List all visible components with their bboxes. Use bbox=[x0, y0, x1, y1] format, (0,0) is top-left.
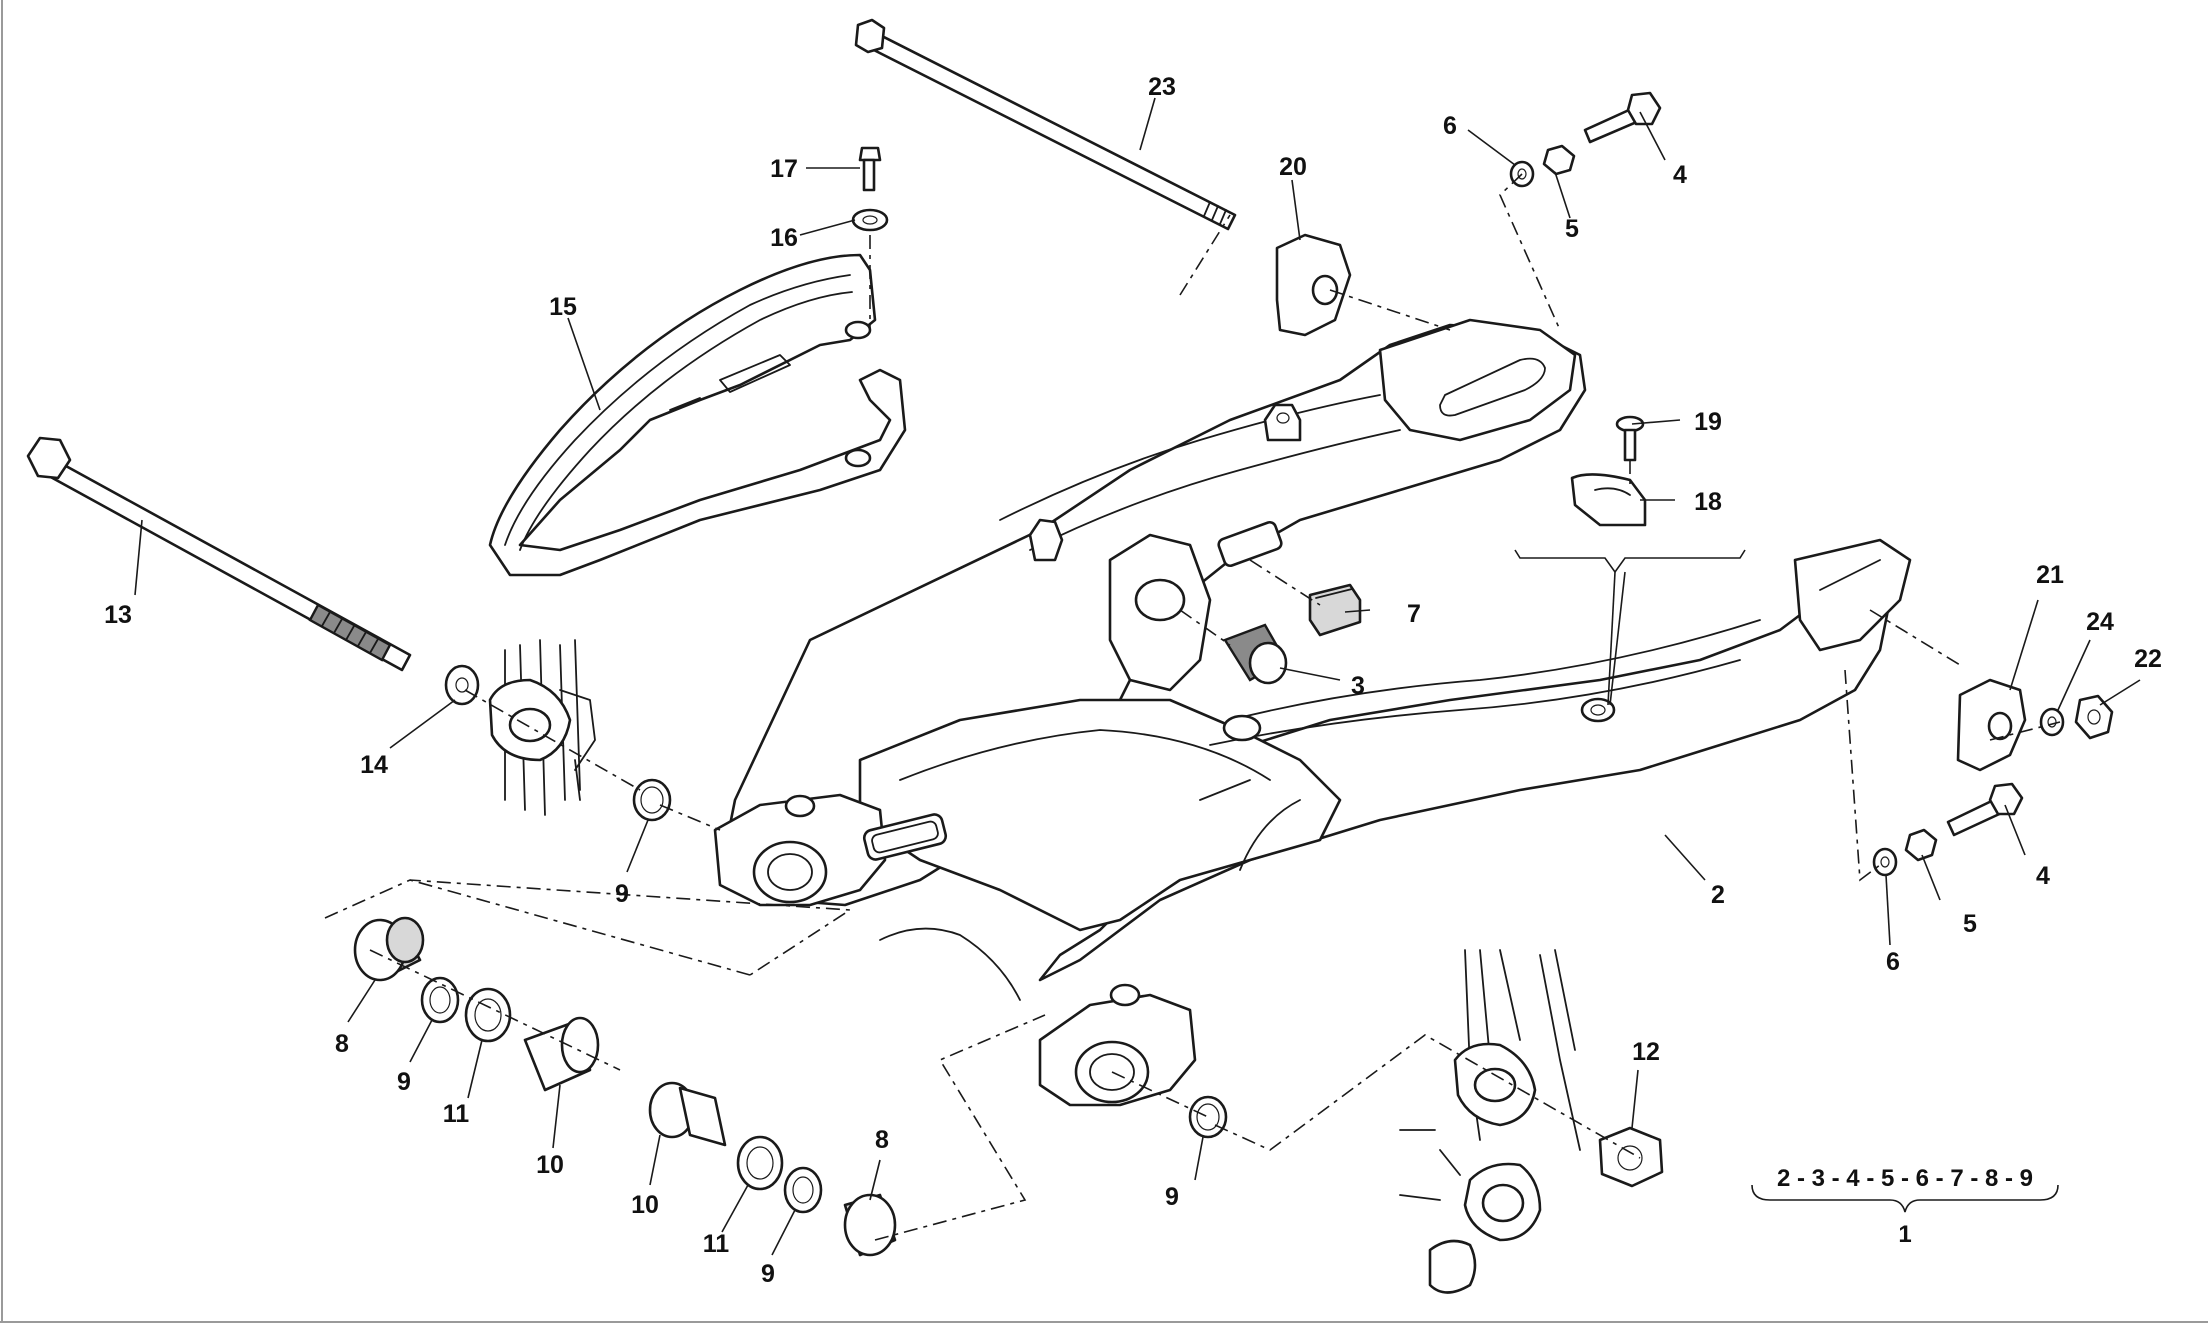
bushing-3 bbox=[1223, 623, 1288, 685]
callout-8-b: 8 bbox=[875, 1126, 889, 1154]
block-21 bbox=[1956, 678, 2027, 772]
callout-9-c: 9 bbox=[761, 1260, 775, 1288]
ring-11-a bbox=[464, 987, 512, 1043]
screw-19 bbox=[1615, 415, 1645, 462]
kit-brace bbox=[1751, 1184, 2059, 1213]
callout-leaders bbox=[134, 97, 2141, 1256]
callout-16: 16 bbox=[770, 224, 798, 252]
callout-11-a: 11 bbox=[443, 1100, 470, 1128]
callout-21: 21 bbox=[2036, 561, 2064, 589]
clamp-18 bbox=[1570, 473, 1647, 527]
axle-13 bbox=[26, 436, 412, 672]
callout-9-a: 9 bbox=[615, 880, 629, 908]
assembly-lines bbox=[324, 173, 2061, 1241]
washer-14 bbox=[444, 664, 480, 706]
callout-15: 15 bbox=[549, 293, 577, 321]
callout-10-b: 10 bbox=[631, 1191, 659, 1219]
callout-10-a: 10 bbox=[536, 1151, 564, 1179]
ring-11-b bbox=[736, 1135, 784, 1191]
callout-12: 12 bbox=[1632, 1038, 1660, 1066]
callout-6-bottom: 6 bbox=[1886, 948, 1900, 976]
callout-9-b: 9 bbox=[397, 1068, 411, 1096]
seal-9-d bbox=[1188, 1095, 1228, 1139]
callout-3: 3 bbox=[1351, 672, 1365, 700]
callout-7: 7 bbox=[1407, 600, 1421, 628]
seal-9-b bbox=[420, 976, 460, 1024]
callout-23: 23 bbox=[1148, 73, 1176, 101]
bolt-4-top bbox=[1583, 91, 1662, 144]
callout-11-b: 11 bbox=[703, 1230, 730, 1258]
spacer-10-a bbox=[523, 1016, 600, 1092]
nut-22 bbox=[2074, 694, 2114, 740]
callout-9-d: 9 bbox=[1165, 1183, 1179, 1211]
callout-17: 17 bbox=[770, 155, 798, 183]
bolt-17 bbox=[858, 146, 882, 192]
callout-4-bottom: 4 bbox=[2036, 862, 2050, 890]
callout-4-top: 4 bbox=[1673, 161, 1687, 189]
callout-20: 20 bbox=[1279, 153, 1307, 181]
callout-19: 19 bbox=[1694, 408, 1722, 436]
callout-22: 22 bbox=[2134, 645, 2162, 673]
seal-9-c bbox=[783, 1166, 823, 1214]
axle-23 bbox=[854, 18, 1237, 231]
nut-5-top bbox=[1542, 144, 1576, 176]
bearing-8-left bbox=[353, 916, 425, 982]
swingarm-body bbox=[713, 318, 1912, 1107]
callout-5-top: 5 bbox=[1565, 215, 1579, 243]
callout-6-top: 6 bbox=[1443, 112, 1457, 140]
nut-5-bottom bbox=[1904, 828, 1938, 862]
washer-6-bottom bbox=[1872, 847, 1898, 877]
pad-7 bbox=[1308, 583, 1362, 637]
kit-number-label: 1 bbox=[1898, 1221, 1911, 1248]
callout-14: 14 bbox=[360, 751, 388, 779]
callout-24: 24 bbox=[2086, 608, 2114, 636]
kit-components-label: 2 - 3 - 4 - 5 - 6 - 7 - 8 - 9 bbox=[1777, 1165, 2033, 1192]
washer-24 bbox=[2039, 707, 2065, 737]
callout-18: 18 bbox=[1694, 488, 1722, 516]
callout-5-bottom: 5 bbox=[1963, 910, 1977, 938]
block-20 bbox=[1275, 233, 1352, 337]
callout-labels: 23 20 17 16 15 13 14 6 5 4 19 18 7 3 21 … bbox=[104, 73, 2162, 1288]
callout-2: 2 bbox=[1711, 881, 1725, 909]
callout-8-a: 8 bbox=[335, 1030, 349, 1058]
bearing-8-right bbox=[843, 1193, 897, 1257]
seal-9-a bbox=[632, 778, 672, 822]
chain-guide bbox=[488, 253, 907, 577]
spacer-10-b bbox=[648, 1081, 727, 1147]
frame-section-right bbox=[1399, 949, 1581, 1294]
bolt-4-bottom bbox=[1946, 782, 2024, 837]
nut-12 bbox=[1598, 1126, 1664, 1188]
frame-section-left bbox=[488, 639, 596, 816]
bracket-18-19 bbox=[1514, 549, 1746, 706]
callout-13: 13 bbox=[104, 601, 132, 629]
washer-16 bbox=[851, 208, 889, 232]
